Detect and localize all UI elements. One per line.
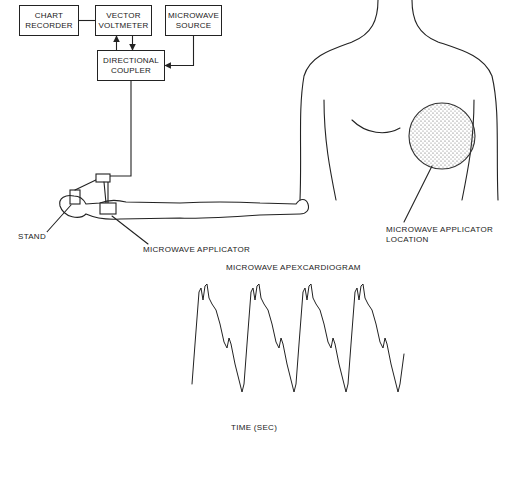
- chart-title: MICROWAVE APEXCARDIOGRAM: [225, 263, 362, 273]
- box-label: MICROWAVE SOURCE: [168, 11, 219, 29]
- signal-line: [165, 36, 194, 66]
- signal-line: [132, 36, 133, 50]
- box-label: CHART RECORDER: [23, 11, 75, 29]
- applicator-location: [409, 103, 475, 169]
- torso-outline: [300, 0, 498, 200]
- apexcardiogram-trace: [192, 284, 404, 392]
- microwave-applicator: [100, 203, 116, 214]
- signal-line: [79, 20, 95, 21]
- stand: [70, 174, 110, 204]
- leader-line: [112, 216, 148, 244]
- box-label: DIRECTIONAL COUPLER: [101, 56, 161, 74]
- leader-line: [404, 166, 432, 222]
- part-label: MICROWAVE APPLICATOR LOCATION: [385, 225, 499, 244]
- instrument-box: CHART RECORDER: [19, 5, 79, 36]
- instrument-box: VECTOR VOLTMETER: [95, 5, 152, 36]
- leader-line: [46, 205, 71, 233]
- axis-label: TIME (SEC): [230, 423, 278, 433]
- instrument-box: MICROWAVE SOURCE: [165, 5, 222, 36]
- part-label: STAND: [17, 232, 47, 242]
- part-label: MICROWAVE APPLICATOR: [142, 245, 251, 255]
- signal-line: [116, 36, 117, 50]
- box-label: VECTOR VOLTMETER: [98, 11, 148, 29]
- patient-body: [60, 195, 309, 219]
- cable: [108, 81, 131, 203]
- instrument-box: DIRECTIONAL COUPLER: [97, 50, 165, 81]
